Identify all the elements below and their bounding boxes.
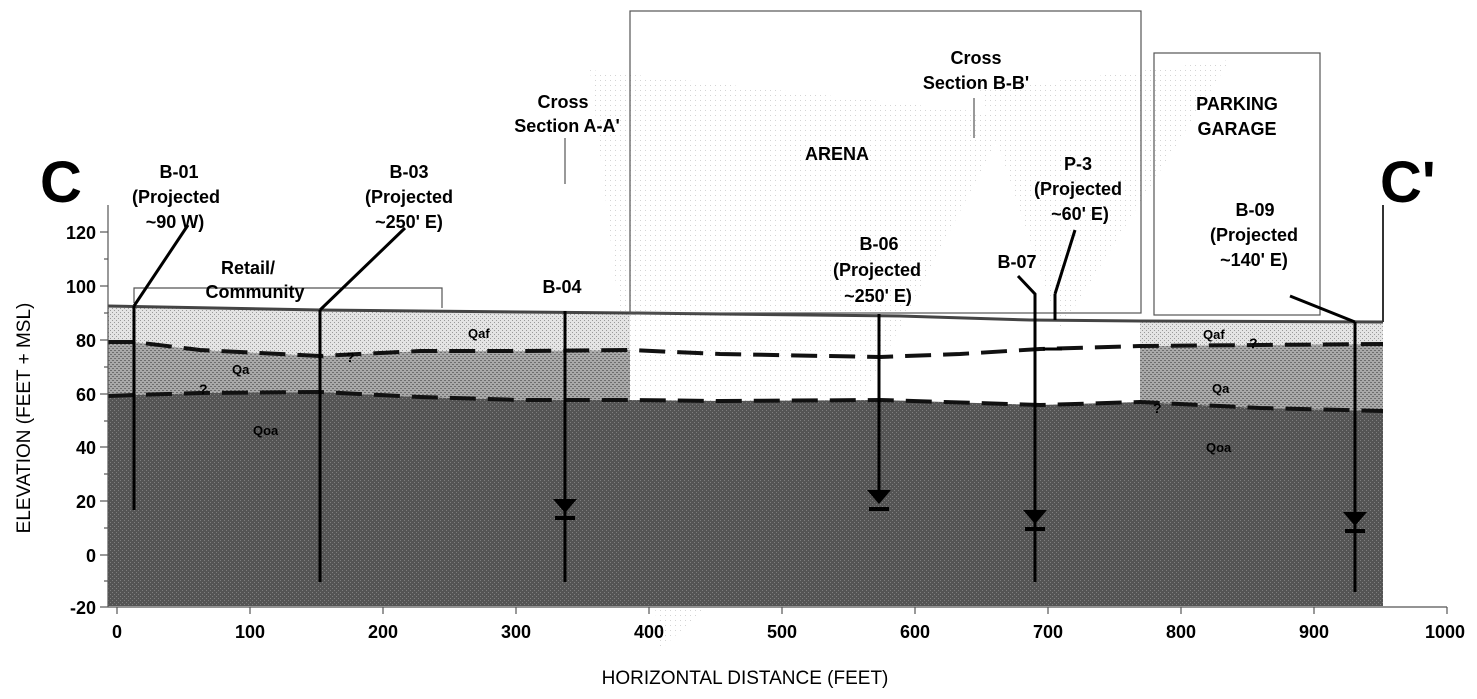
x-tick-label: 700 [1033,622,1063,642]
x-tick-label: 100 [235,622,265,642]
cross-section-a-label: Cross [537,92,588,112]
x-tick-label: 400 [634,622,664,642]
boring-b06-label: (Projected [833,260,921,280]
boring-b09-label: ~140' E) [1220,250,1288,270]
boring-p3-label: P-3 [1064,154,1092,174]
y-tick-label: -20 [70,598,96,618]
boring-b06-label: ~250' E) [844,286,912,306]
groundwater-symbols [553,490,1367,533]
y-tick-label: 40 [76,438,96,458]
x-tick-label: 1000 [1425,622,1465,642]
x-tick-label: 500 [767,622,797,642]
contact-lines [107,340,1384,413]
qoa-unit-arena [630,400,1140,606]
x-tick-labels: 0 100 200 300 400 500 600 700 800 900 10… [112,622,1465,642]
qaf-unit [108,306,630,356]
x-tick-label: 300 [501,622,531,642]
qoa-unit [108,392,630,606]
water-level-icon [1343,512,1367,533]
parking-garage-outline [1153,52,1321,316]
parking-garage-label: PARKING [1196,94,1278,114]
uncertain-contact-mark: ? [1153,400,1162,416]
arena-outline [629,10,1142,314]
x-tick-label: 200 [368,622,398,642]
cross-section-a-label: Section A-A' [514,116,620,136]
geology-units [108,306,1383,606]
qaf-label: Qaf [468,326,490,341]
cross-section-b-label: Cross [950,48,1001,68]
structure-labels: Retail/ Community ARENA PARKING GARAGE C… [206,48,1278,302]
y-tick-label: 60 [76,385,96,405]
uncertain-contact-mark: ? [199,381,208,397]
section-end-label: C' [1380,150,1436,215]
boring-b01-label: B-01 [159,162,198,182]
structures [133,10,1384,322]
x-tick-label: 600 [900,622,930,642]
qoa-unit-east [1140,402,1383,606]
boring-b09-label: B-09 [1235,200,1274,220]
boring-p3-label: ~60' E) [1051,204,1109,224]
uncertain-contact-mark: ? [1249,335,1258,351]
y-tick-label: 100 [66,277,96,297]
retail-label: Community [206,282,305,302]
retail-label: Retail/ [221,258,275,278]
boring-p3-label: (Projected [1034,179,1122,199]
y-axis-title: ELEVATION (FEET + MSL) [14,303,35,534]
axes [100,205,1448,614]
boring-b03-label: ~250' E) [375,212,443,232]
x-tick-label: 0 [112,622,122,642]
boring-b03-label: (Projected [365,187,453,207]
uncertain-contact-mark: ? [346,349,355,365]
y-tick-label: 80 [76,331,96,351]
qa-label: Qa [1212,381,1230,396]
qa-label: Qa [232,362,250,377]
unit-labels: Qaf Qaf Qa Qa Qoa Qoa ? ? ? ? [199,326,1258,455]
boring-b01-label: ~90 W) [146,212,205,232]
water-level-icon [553,499,577,520]
qa-unit-east [1140,344,1383,411]
cross-section-b-label: Section B-B' [923,73,1029,93]
parking-garage-label: GARAGE [1197,119,1276,139]
boring-b07-label: B-07 [997,252,1036,272]
boreholes [132,224,1357,592]
boring-b09-label: (Projected [1210,225,1298,245]
y-tick-labels: 120 100 80 60 40 20 0 -20 [66,223,96,618]
x-axis-title: HORIZONTAL DISTANCE (FEET) [602,668,889,689]
boring-b06-label: B-06 [859,234,898,254]
boring-b01-label: (Projected [132,187,220,207]
water-level-icon [1023,510,1047,531]
boring-labels: B-01 (Projected ~90 W) B-03 (Projected ~… [132,154,1298,306]
qaf-label: Qaf [1203,327,1225,342]
arena-label: ARENA [805,144,869,164]
section-start-label: C [40,150,82,215]
boring-b03-label: B-03 [389,162,428,182]
x-tick-label: 800 [1166,622,1196,642]
qa-unit [108,342,630,400]
boring-b04-label: B-04 [542,277,581,297]
x-tick-label: 900 [1299,622,1329,642]
qaf-unit-east [1140,321,1383,346]
y-tick-label: 120 [66,223,96,243]
retail-outline [133,287,443,308]
y-tick-label: 20 [76,492,96,512]
y-tick-label: 0 [86,546,96,566]
qoa-label: Qoa [253,423,279,438]
qoa-label: Qoa [1206,440,1232,455]
water-level-icon [867,490,891,511]
